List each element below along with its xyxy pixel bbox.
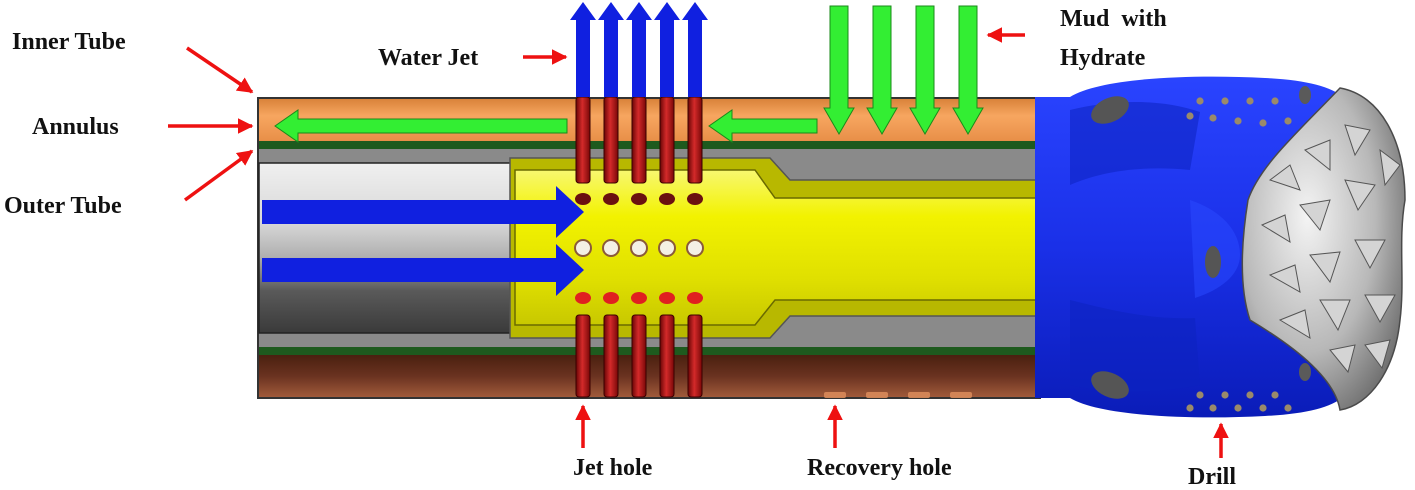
arrow-up-icon [682, 2, 708, 97]
tube-wall-bottom [259, 347, 1040, 355]
mud-arrows [823, 5, 984, 136]
label-drill: Drill [1188, 464, 1236, 490]
arrow-up-icon [570, 2, 596, 97]
label-recovery-hole: Recovery hole [807, 455, 952, 481]
jet-pipes-bottom [575, 314, 703, 398]
water-jet-arrows [570, 2, 708, 97]
arrow-right-icon [262, 244, 584, 296]
arrow-up-icon [598, 2, 624, 97]
pointer-arrows [168, 27, 1229, 458]
pointer-arrow-icon [183, 149, 254, 202]
annulus-bottom [259, 355, 1040, 397]
recovery-holes [824, 392, 972, 398]
arrow-left-icon [708, 109, 818, 143]
labels: Inner Tube Annulus Outer Tube Water Jet … [4, 6, 1236, 490]
label-mud-line1: Mud with [1060, 6, 1167, 32]
pointer-arrow-icon [186, 46, 254, 94]
drill-nozzle [1091, 371, 1129, 399]
arrow-down-icon [909, 5, 941, 136]
arrow-right-icon [262, 186, 584, 238]
jet-pipes-top [575, 96, 703, 184]
arrow-up-icon [626, 2, 652, 97]
annulus-flow-arrows [274, 109, 818, 143]
cutter-face [1241, 87, 1406, 411]
label-inner-tube: Inner Tube [12, 29, 126, 55]
label-outer-tube: Outer Tube [4, 193, 122, 219]
drill-nozzle [1205, 246, 1221, 278]
drill-nozzle [1091, 96, 1129, 124]
label-mud-line2: Hydrate [1060, 45, 1146, 71]
arrow-down-icon [952, 5, 984, 136]
inner-flow-arrows [262, 186, 584, 296]
drill-bit [1035, 76, 1406, 418]
cutter-teeth [1260, 124, 1401, 374]
arrow-down-icon [866, 5, 898, 136]
jet-hole-row-middle [574, 239, 704, 257]
inner-pipe [258, 162, 522, 334]
jet-hole-row-bottom [575, 292, 703, 304]
gauge-dots-top [1186, 97, 1292, 127]
gauge-dots-bottom [1186, 391, 1292, 412]
arrow-left-icon [274, 109, 568, 143]
tool-body [257, 96, 1041, 399]
jet-hole-row-top [575, 193, 703, 205]
label-water-jet: Water Jet [378, 45, 478, 71]
arrow-up-icon [654, 2, 680, 97]
label-annulus: Annulus [32, 114, 119, 140]
label-jet-hole: Jet hole [573, 455, 653, 481]
tube-wall-top [259, 141, 1040, 149]
arrow-down-icon [823, 5, 855, 136]
